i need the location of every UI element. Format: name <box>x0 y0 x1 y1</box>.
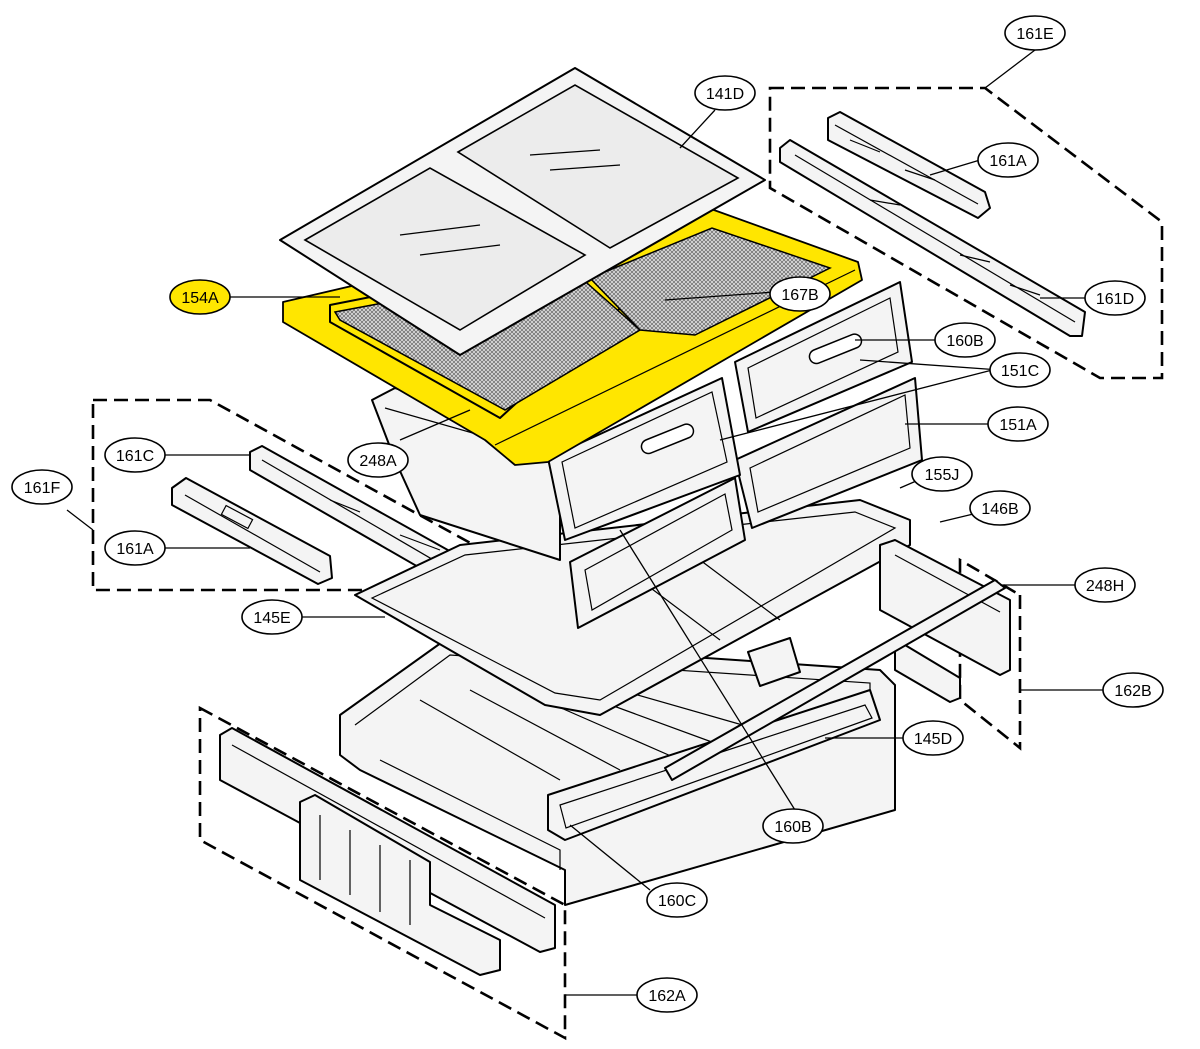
bar-248h <box>664 579 1006 781</box>
clip-146b <box>747 637 801 687</box>
callout-162a: 162A <box>636 977 698 1013</box>
callout-label: 145D <box>914 731 952 748</box>
callout-label: 161A <box>989 153 1027 170</box>
callout-label: 161C <box>116 448 154 465</box>
callout-151c: 151C <box>989 352 1051 388</box>
rail-162a <box>219 727 556 976</box>
callout-label: 151C <box>1001 363 1039 380</box>
callout-label: 162A <box>648 988 686 1005</box>
callout-161d: 161D <box>1084 280 1146 316</box>
callout-label: 146B <box>981 501 1018 518</box>
callout-248a: 248A <box>347 442 409 478</box>
callout-161a-left: 161A <box>104 530 166 566</box>
callout-label: 161F <box>24 480 61 497</box>
handle-160b <box>640 333 863 455</box>
group-outline-162a <box>198 705 567 1041</box>
leader-lines <box>66 49 1105 996</box>
callout-145d: 145D <box>902 720 964 756</box>
callout-162b: 162B <box>1102 672 1164 708</box>
callout-label: 162B <box>1114 683 1151 700</box>
callout-141d: 141D <box>694 75 756 111</box>
callout-155j: 155J <box>911 456 973 492</box>
callout-248h: 248H <box>1074 567 1136 603</box>
callout-label: 248H <box>1086 578 1124 595</box>
callout-label: 145E <box>253 610 290 627</box>
callout-160c: 160C <box>646 882 708 918</box>
callout-label: 160B <box>946 333 983 350</box>
shelf-145e <box>354 499 911 716</box>
callout-label: 155J <box>925 467 960 484</box>
callout-161f: 161F <box>11 469 73 505</box>
drawer-151a <box>569 377 923 629</box>
callout-161a-top: 161A <box>977 142 1039 178</box>
callout-label: 160C <box>658 893 696 910</box>
callout-label: 141D <box>706 86 744 103</box>
cover-161a-left <box>171 477 333 585</box>
rail-161d <box>779 139 1086 337</box>
cover-161a-top <box>827 111 991 219</box>
callout-label: 151A <box>999 417 1037 434</box>
callout-label: 154A <box>181 290 219 307</box>
callout-label: 167B <box>781 287 818 304</box>
callout-label: 161D <box>1096 291 1134 308</box>
callout-146b: 146B <box>969 490 1031 526</box>
callout-label: 161E <box>1016 26 1053 43</box>
callout-167b: 167B <box>769 276 831 312</box>
callout-160b-bottom: 160B <box>762 808 824 844</box>
callout-161e: 161E <box>1004 15 1066 51</box>
callout-151a: 151A <box>987 406 1049 442</box>
callout-label: 161A <box>116 541 154 558</box>
callout-label: 248A <box>359 453 397 470</box>
callout-145e: 145E <box>241 599 303 635</box>
callout-label: 160B <box>774 819 811 836</box>
glass-shelf-141d <box>279 67 766 356</box>
callout-161c: 161C <box>104 437 166 473</box>
drawer-front-160c <box>547 689 881 841</box>
callout-160b-top: 160B <box>934 322 996 358</box>
callout-154a[interactable]: 154A <box>169 279 231 315</box>
